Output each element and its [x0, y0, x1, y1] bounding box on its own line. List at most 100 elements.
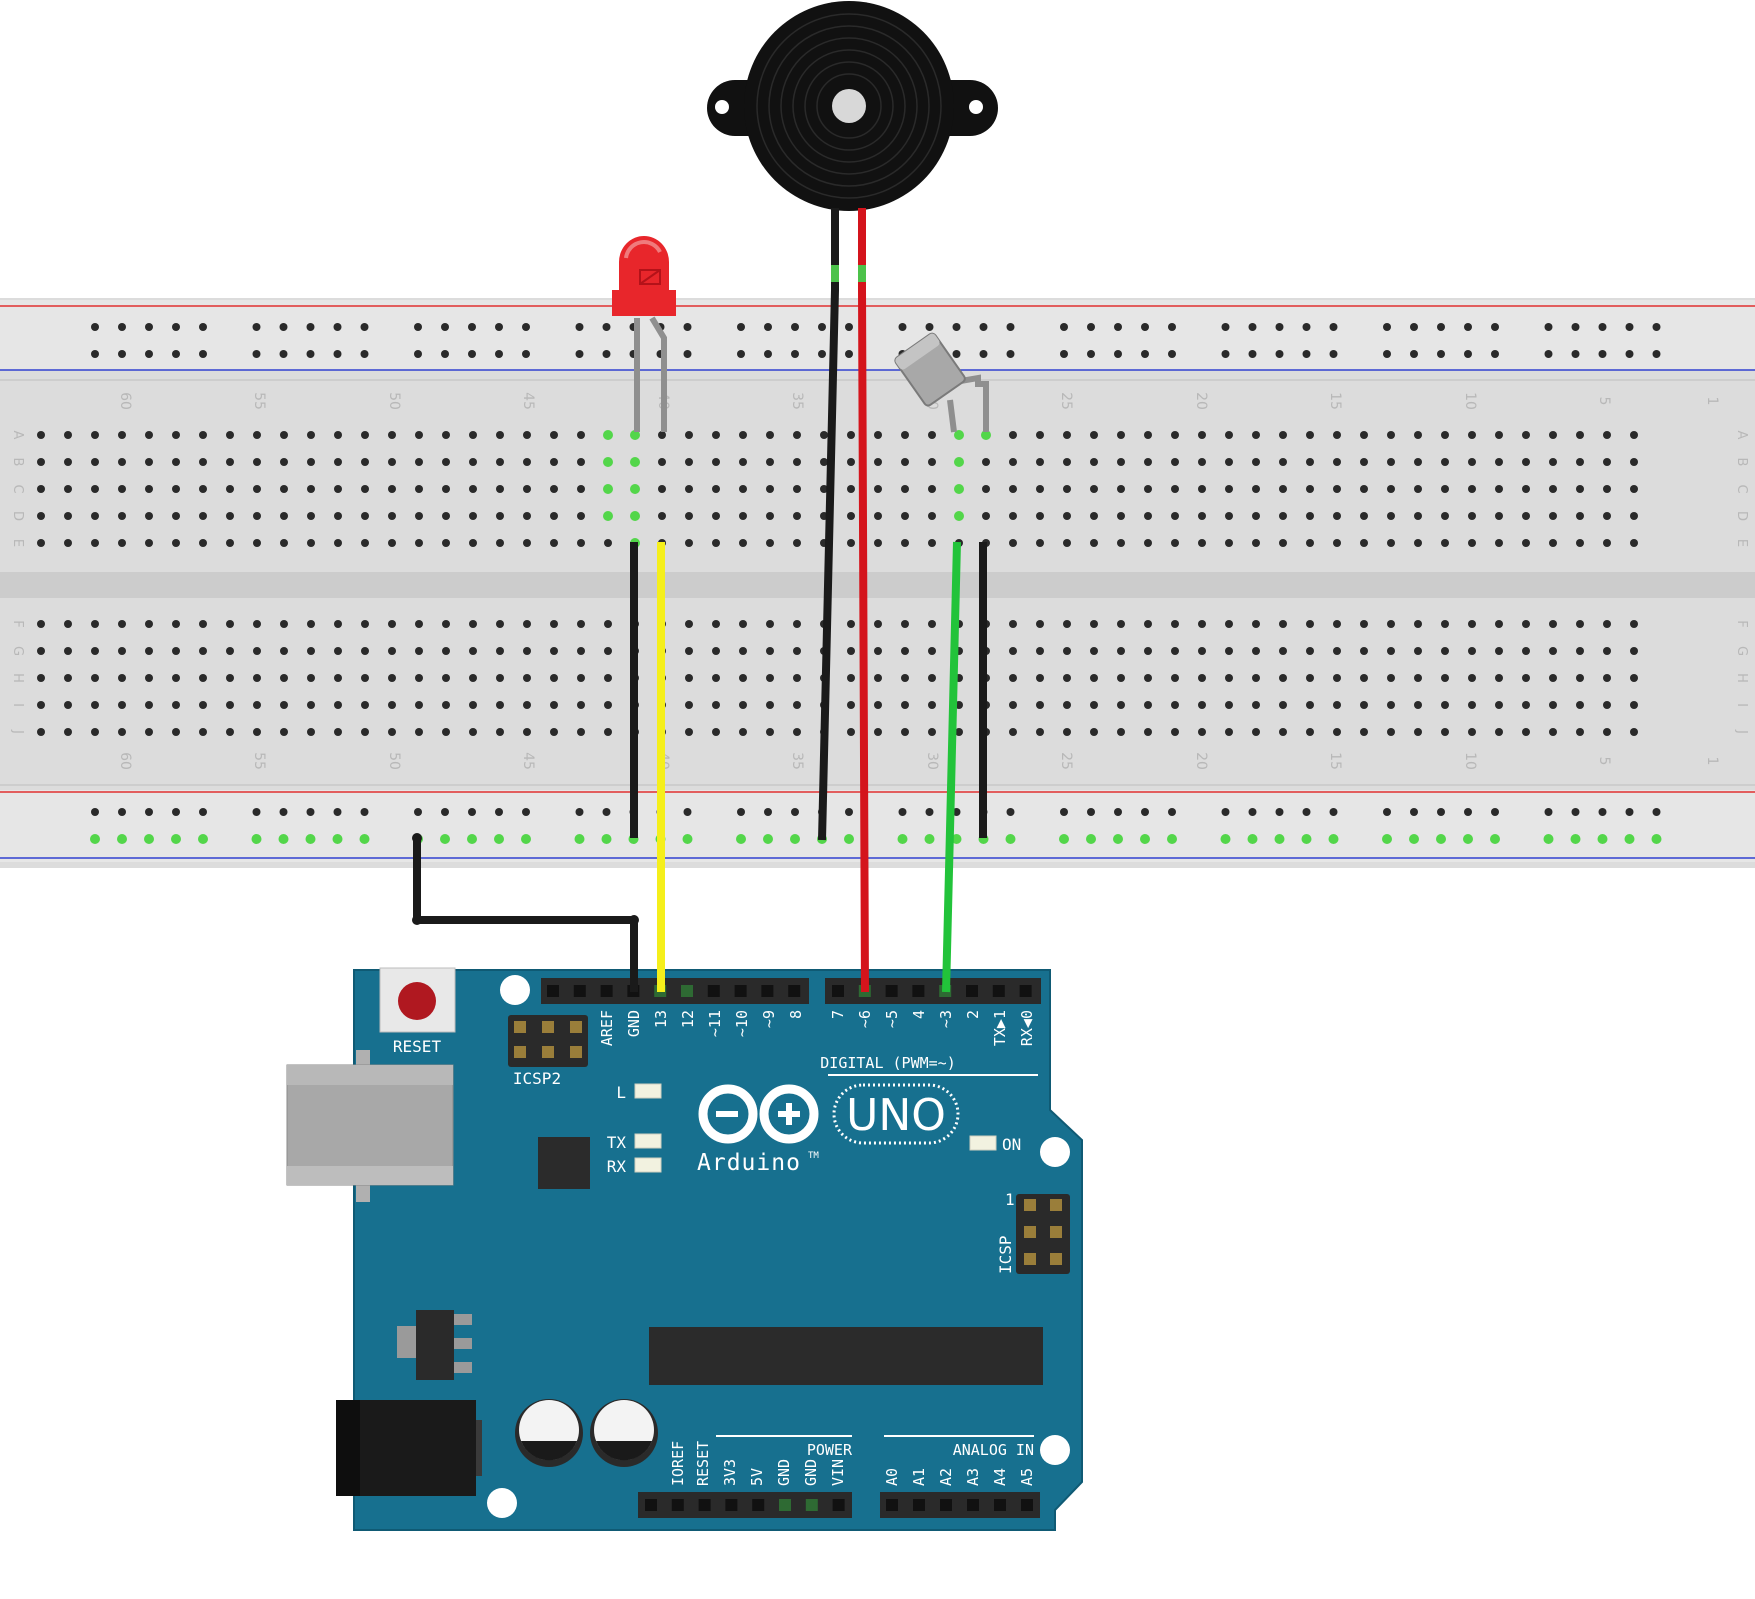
breadboard-hole	[1630, 647, 1638, 655]
breadboard-hole	[981, 430, 991, 440]
breadboard-hole	[1387, 458, 1395, 466]
column-number: 15	[1327, 752, 1343, 770]
breadboard-hole	[550, 512, 558, 520]
breadboard-hole	[415, 620, 423, 628]
breadboard-hole	[603, 484, 613, 494]
icsp-pin	[1050, 1199, 1062, 1211]
rail-hole	[522, 350, 530, 358]
digital-pin-label: AREF	[598, 1010, 616, 1046]
header-socket	[886, 1499, 898, 1511]
rail-hole	[764, 808, 772, 816]
rail-hole	[1410, 350, 1418, 358]
breadboard-hole	[1333, 701, 1341, 709]
breadboard-hole	[604, 647, 612, 655]
breadboard-hole	[1279, 431, 1287, 439]
breadboard-hole	[1090, 647, 1098, 655]
breadboard-hole	[1144, 728, 1152, 736]
breadboard-hole	[361, 620, 369, 628]
breadboard-hole	[1090, 728, 1098, 736]
breadboard-hole	[1252, 458, 1260, 466]
tilt-sensor	[894, 332, 989, 433]
rail-hole	[1087, 808, 1095, 816]
rail-hole	[1598, 808, 1607, 816]
breadboard-hole	[469, 458, 477, 466]
breadboard-hole	[982, 458, 990, 466]
breadboard-hole	[1171, 674, 1179, 682]
breadboard-hole	[550, 674, 558, 682]
rail-hole	[521, 834, 531, 844]
breadboard-hole	[1576, 512, 1584, 520]
breadboard-hole	[954, 457, 964, 467]
breadboard-hole	[847, 728, 855, 736]
icsp2-pin	[514, 1021, 526, 1033]
breadboard-hole	[442, 539, 450, 547]
breadboard-hole	[37, 647, 45, 655]
breadboard-hole	[1225, 431, 1233, 439]
breadboard-hole	[1360, 701, 1368, 709]
breadboard-hole	[766, 485, 774, 493]
breadboard-hole	[253, 431, 261, 439]
header-socket	[725, 1499, 738, 1511]
icsp-pin	[1024, 1226, 1036, 1238]
breadboard-hole	[64, 647, 72, 655]
breadboard-hole	[1117, 512, 1125, 520]
breadboard-hole	[172, 620, 180, 628]
buzzer-center	[832, 89, 866, 123]
breadboard-hole	[361, 539, 369, 547]
rail-hole	[360, 350, 369, 358]
rail-hole	[468, 808, 476, 816]
breadboard-hole	[1468, 728, 1476, 736]
buzzer-ring	[792, 49, 906, 163]
l-led-label: L	[616, 1083, 626, 1102]
breadboard-hole	[766, 431, 774, 439]
rail-hole	[172, 808, 180, 816]
header-socket	[885, 985, 898, 997]
column-number: 50	[386, 752, 402, 770]
breadboard-hole	[847, 674, 855, 682]
power-header	[638, 1492, 852, 1518]
breadboard-hole	[954, 484, 964, 494]
breadboard-hole	[334, 458, 342, 466]
breadboard-hole	[1414, 647, 1422, 655]
analog-pin-label: A5	[1018, 1468, 1036, 1486]
rail-hole	[1571, 808, 1580, 816]
breadboard-hole	[901, 485, 909, 493]
breadboard-hole	[1495, 485, 1503, 493]
gnd-black-wire	[413, 838, 638, 992]
breadboard-hole	[1441, 674, 1449, 682]
buzzer-ring	[816, 73, 882, 139]
breadboard-hole	[793, 728, 801, 736]
breadboard-hole	[415, 485, 423, 493]
breadboard-hole	[118, 431, 126, 439]
rail-hole	[360, 808, 369, 816]
breadboard-hole	[847, 431, 855, 439]
breadboard-hole	[1171, 539, 1179, 547]
breadboard-hole	[1225, 620, 1233, 628]
breadboard-hole	[1090, 701, 1098, 709]
breadboard-hole	[1549, 539, 1557, 547]
arduino-logo-right-loop	[759, 1084, 819, 1144]
analog-pin-label: A1	[910, 1468, 928, 1486]
rail-hole	[1221, 808, 1230, 816]
breadboard-hole	[874, 485, 882, 493]
breadboard-hole	[199, 674, 207, 682]
reset-button-cap[interactable]	[398, 982, 436, 1020]
uno-badge	[832, 1083, 960, 1145]
header-socket	[805, 1499, 818, 1511]
rail-hole	[845, 350, 853, 358]
breadboard-hole	[1495, 728, 1503, 736]
rail-hole	[118, 350, 126, 358]
rail-hole	[360, 323, 369, 331]
breadboard-hole	[145, 647, 153, 655]
bottom-header-sockets	[645, 1499, 1033, 1511]
breadboard-hole	[1063, 620, 1071, 628]
breadboard-hole	[1576, 620, 1584, 628]
breadboard-hole	[1387, 647, 1395, 655]
rail-hole	[199, 350, 207, 358]
header-socket	[681, 985, 693, 997]
breadboard-hole	[1495, 431, 1503, 439]
rail-hole	[1060, 350, 1068, 358]
breadboard-hole	[1252, 539, 1260, 547]
breadboard-hole	[280, 647, 288, 655]
